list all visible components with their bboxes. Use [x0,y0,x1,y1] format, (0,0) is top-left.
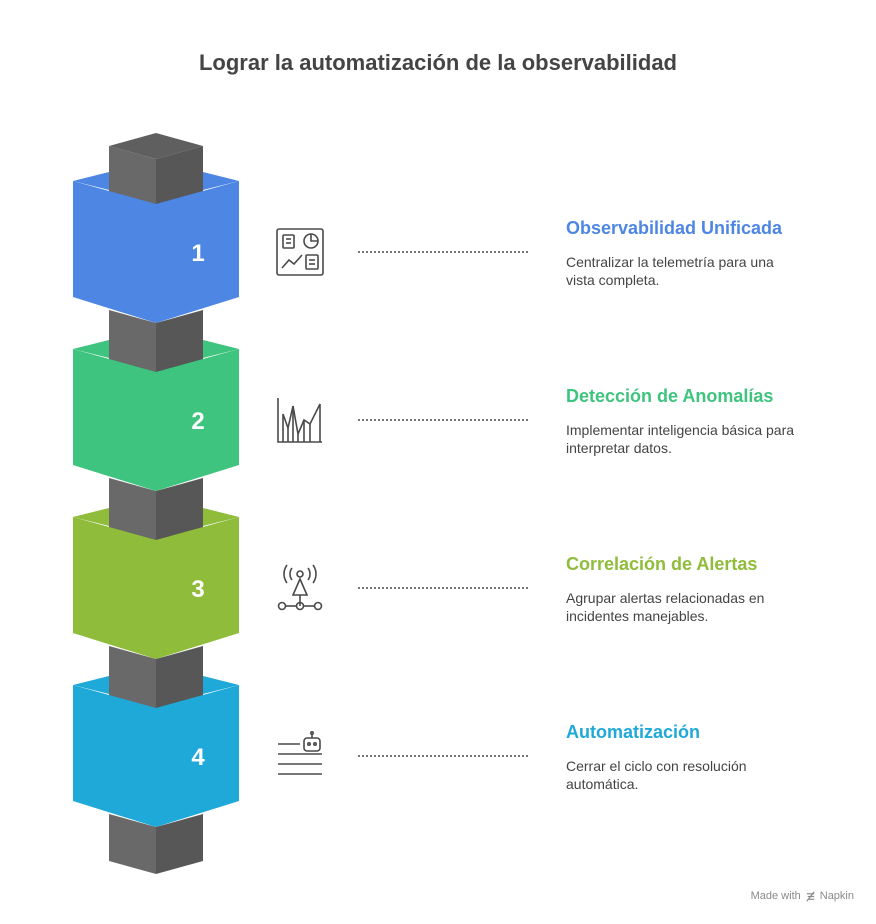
step-title-1: Observabilidad Unificada [566,218,783,238]
block-number-2: 2 [191,408,204,435]
block-number-3: 3 [191,576,204,603]
page-title: Lograr la automatización de la observabi… [198,50,677,75]
block-4: 4 [73,676,239,827]
step-title-3: Correlación de Alertas [566,554,758,574]
block-2: 2 [73,340,239,491]
robot-lines-icon [278,730,322,775]
napkin-logo-icon [806,891,815,901]
step-description-1: Centralizar la telemetría para una vista… [566,254,774,288]
footer-attribution[interactable]: Made with Napkin [751,890,854,902]
step-description-2: Implementar inteligencia básica para int… [566,422,795,456]
connector-2-3 [109,478,203,540]
made-with-label: Made with [750,890,801,902]
anomaly-chart-icon [277,398,322,443]
block-3: 3 [73,508,239,659]
step-title-4: Automatización [566,722,701,742]
connector-dotted-line-2 [358,419,528,421]
connector-top [109,133,203,204]
block-1: 1 [73,172,239,323]
dashboard-icon [276,228,324,276]
step-description-3: Agrupar alertas relacionadas en incident… [566,590,765,624]
block-stack: 1 2 3 4 [73,133,239,874]
napkin-brand-label: Napkin [819,890,854,902]
connector-1-2 [109,310,203,372]
signal-network-icon [277,564,323,611]
step-title-2: Detección de Anomalías [566,386,774,406]
block-number-4: 4 [191,744,205,771]
connector-bottom [109,814,203,874]
connector-dotted-line-4 [358,755,528,757]
block-number-1: 1 [191,240,204,267]
connector-dotted-line-3 [358,587,528,589]
connector-dotted-line-1 [358,251,528,253]
connector-3-4 [109,646,203,708]
step-description-4: Cerrar el ciclo con resolución automátic… [566,758,747,792]
